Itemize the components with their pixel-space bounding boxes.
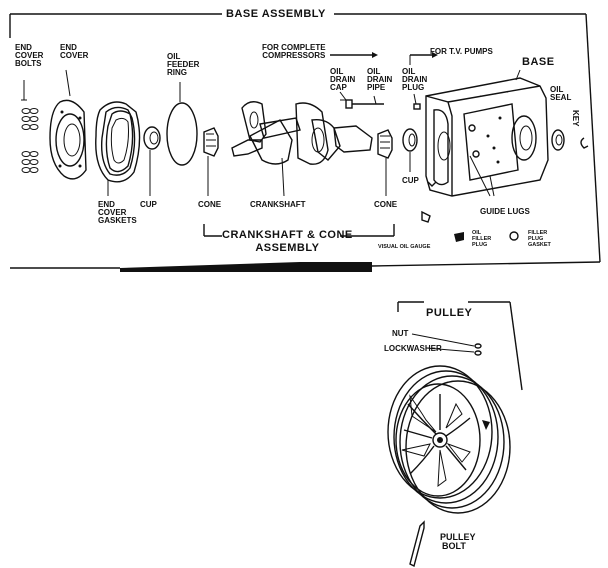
cup-left-label: CUP xyxy=(140,200,157,209)
base-assembly-title: BASE ASSEMBLY xyxy=(226,8,326,20)
oil-drain-pipe-line-3: PIPE xyxy=(367,83,386,92)
end-cover-gaskets-icon xyxy=(95,101,141,196)
oil-seal-line-2: SEAL xyxy=(550,93,572,102)
pulley-wheel-icon xyxy=(387,365,511,514)
oil-feeder-ring-line-1: OIL xyxy=(167,52,181,61)
oil-drain-plug-line-1: OIL xyxy=(402,67,416,76)
oil-seal-line-1: OIL xyxy=(550,85,564,94)
crankshaft-cone-assembly-line-1: CRANKSHAFT & CONE xyxy=(222,229,353,241)
oil-filler-plug-line-3: PLUG xyxy=(472,242,488,248)
pulley-bolt-line-2: BOLT xyxy=(442,541,466,551)
crankshaft-cone-bracket xyxy=(203,224,395,237)
filler-plug-gasket-label: FILLER PLUG GASKET xyxy=(528,230,551,248)
oil-drain-cap-line-1: OIL xyxy=(330,67,344,76)
end-cover-line-2: COVER xyxy=(60,51,89,60)
oil-filler-plug-line-1: OIL xyxy=(472,230,482,236)
oil-seal-label: OIL SEAL xyxy=(550,86,571,102)
nut-label: NUT xyxy=(392,329,409,338)
cone-right-label: CONE xyxy=(374,200,398,209)
end-cover-bolts-icon xyxy=(21,80,39,173)
tv-pumps-label: FOR T.V. PUMPS xyxy=(430,47,493,56)
pulley-frame xyxy=(397,301,523,391)
pulley-bolt-line-1: PULLEY xyxy=(440,532,476,542)
oil-filler-plug-line-2: FILLER xyxy=(472,236,492,242)
oil-drain-cap-line-3: CAP xyxy=(330,83,347,92)
pulley-label: PULLEY xyxy=(426,307,473,319)
end-cover-bolts-label: END COVER BOLTS xyxy=(15,44,43,68)
crankshaft-icon xyxy=(231,101,373,197)
oil-feeder-ring-line-3: RING xyxy=(167,68,187,77)
cone-right-icon xyxy=(377,129,393,196)
end-cover-icon xyxy=(49,69,87,180)
cone-left-icon xyxy=(203,127,219,196)
pulley-bolt-label: PULLEY BOLT xyxy=(440,533,476,551)
base-label: BASE xyxy=(522,56,555,68)
oil-drain-pipe-label: OIL DRAIN PIPE xyxy=(367,68,392,92)
oil-feeder-ring-icon xyxy=(166,82,198,166)
key-label: KEY xyxy=(571,110,580,127)
oil-seal-icon xyxy=(551,129,565,151)
oil-feeder-ring-line-2: FEEDER xyxy=(167,60,200,69)
oil-filler-plug-label: OIL FILLER PLUG xyxy=(472,230,491,248)
base-icon xyxy=(425,69,549,197)
filler-plug-gasket-line-1: FILLER xyxy=(528,230,548,236)
complete-compressors-line-2: COMPRESSORS xyxy=(262,51,326,60)
cup-left-icon xyxy=(143,126,161,196)
oil-drain-cap-label: OIL DRAIN CAP xyxy=(330,68,355,92)
oil-drain-plug-icon xyxy=(409,52,438,110)
filler-plug-gasket-line-2: PLUG xyxy=(528,236,544,242)
end-cover-line-1: END xyxy=(60,43,77,52)
oil-drain-plug-line-2: DRAIN xyxy=(402,75,428,84)
cone-left-label: CONE xyxy=(198,200,222,209)
oil-drain-cap-line-2: DRAIN xyxy=(330,75,356,84)
visual-oil-gauge-icon xyxy=(421,210,431,223)
oil-drain-plug-line-3: PLUG xyxy=(402,83,425,92)
end-cover-bolts-line-1: END xyxy=(15,43,32,52)
visual-oil-gauge-label: VISUAL OIL GAUGE xyxy=(378,244,431,250)
end-cover-gaskets-label: END COVER GASKETS xyxy=(98,201,137,225)
complete-compressors-line-1: FOR COMPLETE xyxy=(262,43,326,52)
oil-drain-pipe-line-2: DRAIN xyxy=(367,75,393,84)
lockwasher-label: LOCKWASHER xyxy=(384,344,442,353)
cup-right-icon xyxy=(402,128,418,172)
filler-plug-gasket-icon xyxy=(509,231,519,241)
oil-drain-plug-label: OIL DRAIN PLUG xyxy=(402,68,427,92)
base-assembly-frame xyxy=(9,13,601,272)
oil-feeder-ring-label: OIL FEEDER RING xyxy=(167,53,199,77)
nut-lockwasher-icon xyxy=(411,333,482,356)
crankshaft-cone-assembly-line-2: ASSEMBLY xyxy=(255,242,320,254)
complete-compressors-label: FOR COMPLETE COMPRESSORS xyxy=(262,44,326,60)
pulley-bolt-icon xyxy=(409,520,425,568)
end-cover-bolts-line-2: COVER xyxy=(15,51,44,60)
end-cover-bolts-line-3: BOLTS xyxy=(15,59,42,68)
oil-drain-cap-pipe-icon xyxy=(330,52,384,109)
guide-lugs-label: GUIDE LUGS xyxy=(480,207,530,216)
oil-filler-plug-icon xyxy=(454,232,464,242)
oil-drain-pipe-line-1: OIL xyxy=(367,67,381,76)
crankshaft-label: CRANKSHAFT xyxy=(250,200,306,209)
end-cover-gaskets-line-1: END xyxy=(98,200,115,209)
end-cover-gaskets-line-2: COVER xyxy=(98,208,127,217)
end-cover-label: END COVER xyxy=(60,44,88,60)
cup-right-label: CUP xyxy=(402,176,419,185)
crankshaft-cone-assembly-label: CRANKSHAFT & CONE ASSEMBLY xyxy=(222,230,353,254)
key-icon xyxy=(580,137,589,149)
end-cover-gaskets-line-3: GASKETS xyxy=(98,216,137,225)
filler-plug-gasket-line-3: GASKET xyxy=(528,242,551,248)
